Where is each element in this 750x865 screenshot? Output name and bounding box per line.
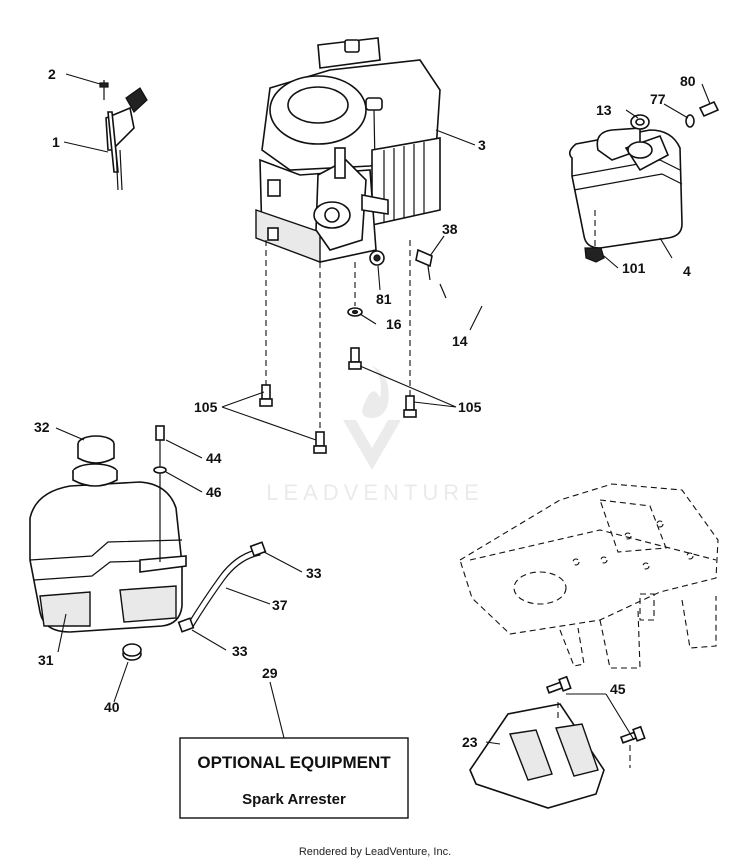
callout-33-upper: 33: [306, 565, 322, 581]
mounting-lines: [265, 240, 411, 436]
fuel-tank: [29, 425, 187, 661]
footer-credit: Rendered by LeadVenture, Inc.: [298, 846, 452, 858]
callout-105-right: 105: [458, 399, 482, 415]
engine: [255, 37, 441, 264]
fuel-line-parts: [347, 248, 493, 371]
callout-3: 3: [478, 137, 486, 153]
callout-44: 44: [206, 450, 222, 466]
callout-29: 29: [262, 665, 278, 681]
callout-14: 14: [452, 333, 468, 349]
callout-81: 81: [376, 291, 392, 307]
leader-lines: [55, 73, 711, 745]
callout-4: 4: [683, 263, 691, 279]
callout-46: 46: [206, 484, 222, 500]
mounting-bolts: [259, 347, 417, 454]
callout-77: 77: [650, 91, 666, 107]
watermark-text: LEADVENTURE: [266, 480, 484, 505]
callout-105-left: 105: [194, 399, 218, 415]
callout-101: 101: [622, 260, 646, 276]
callout-45: 45: [610, 681, 626, 697]
callout-40: 40: [104, 699, 120, 715]
chassis-frame: [459, 483, 719, 669]
throttle-control: [99, 80, 148, 191]
callouts: 2 1 3 4 13 14 16 23 29 31 32 33 33 37 38…: [34, 66, 696, 750]
watermark-logo-icon: [343, 420, 401, 470]
callout-37: 37: [272, 597, 288, 613]
callout-32: 32: [34, 419, 50, 435]
callout-33-lower: 33: [232, 643, 248, 659]
optional-equipment-subtitle: Spark Arrester: [242, 791, 346, 808]
muffler: [568, 100, 720, 263]
fuel-hose: [177, 541, 267, 633]
callout-13: 13: [596, 102, 612, 118]
callout-16: 16: [386, 316, 402, 332]
heat-shield: [469, 675, 646, 809]
watermark: LEADVENTURE: [266, 366, 484, 505]
callout-1: 1: [52, 134, 60, 150]
callout-2: 2: [48, 66, 56, 82]
callout-80: 80: [680, 73, 696, 89]
callout-38: 38: [442, 221, 458, 237]
optional-equipment-title: OPTIONAL EQUIPMENT: [197, 753, 391, 772]
optional-equipment-box: OPTIONAL EQUIPMENT Spark Arrester: [179, 737, 409, 819]
callout-31: 31: [38, 652, 54, 668]
callout-23: 23: [462, 734, 478, 750]
